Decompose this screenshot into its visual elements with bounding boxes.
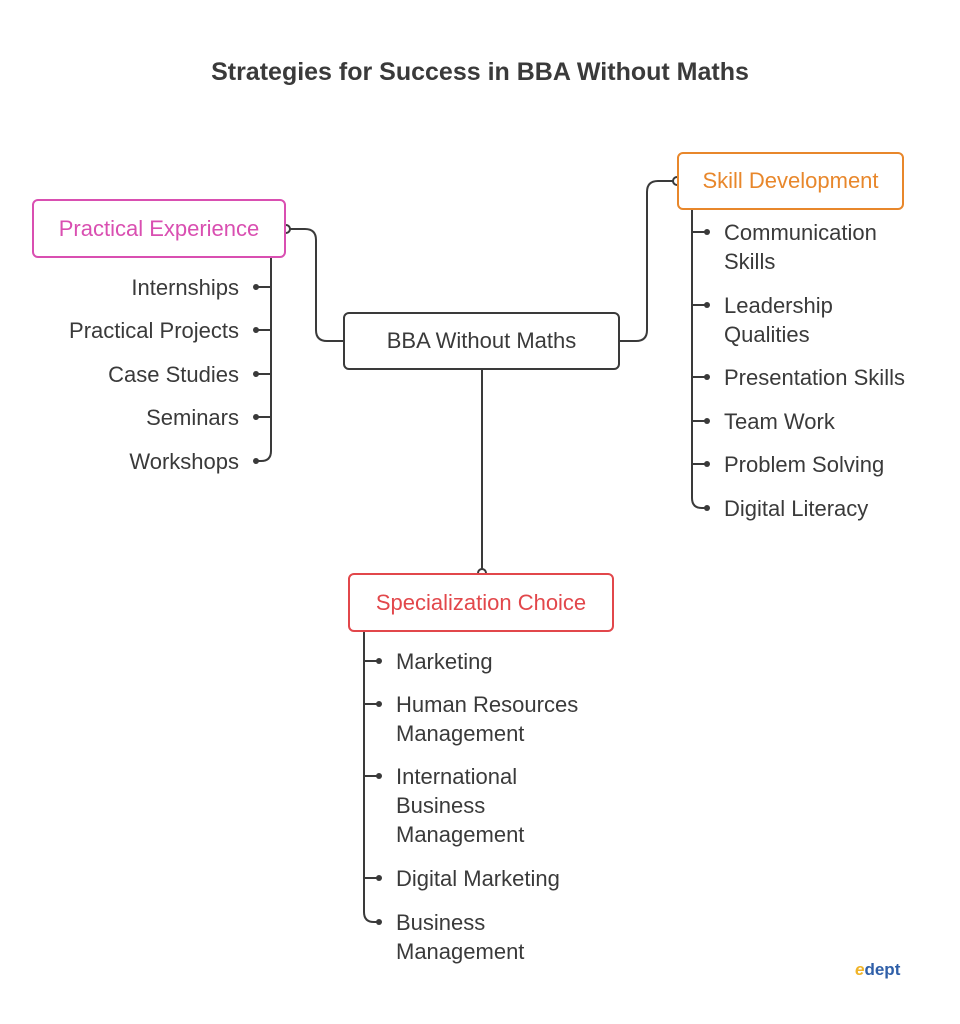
skill-item: Leadership Qualities xyxy=(724,291,833,349)
skill-item: Team Work xyxy=(724,407,835,436)
practical-item: Internships xyxy=(131,275,239,300)
dot-skill-2 xyxy=(704,302,710,308)
dot-practical-1 xyxy=(253,284,259,290)
skill-item-line: Team Work xyxy=(724,409,835,434)
connector-center-practical xyxy=(285,228,344,342)
dot-spec-5 xyxy=(376,919,382,925)
specialization-item-line: Business xyxy=(396,910,486,935)
center-node-label: BBA Without Maths xyxy=(386,328,577,353)
specialization-item: Digital Marketing xyxy=(396,864,560,893)
specialization-item-line: Management xyxy=(396,939,525,964)
skill-item-line: Leadership xyxy=(724,293,833,318)
practical-item: Seminars xyxy=(146,405,239,430)
practical-item: Practical Projects xyxy=(69,318,239,343)
specialization-item-line: Management xyxy=(396,822,525,847)
dot-practical-3 xyxy=(253,371,259,377)
dot-practical-2 xyxy=(253,327,259,333)
specialization-item-line: Marketing xyxy=(396,649,493,674)
dot-spec-1 xyxy=(376,658,382,664)
dot-skill-5 xyxy=(704,461,710,467)
skill-item-line: Qualities xyxy=(724,322,810,347)
skill-item-line: Problem Solving xyxy=(724,452,885,477)
practical-experience-label: Practical Experience xyxy=(58,215,260,241)
dot-skill-6 xyxy=(704,505,710,511)
skill-item-line: Digital Literacy xyxy=(724,496,869,521)
specialization-item-line: Digital Marketing xyxy=(396,866,560,891)
center-node: BBA Without Maths xyxy=(343,312,620,370)
specialization-item-line: Human Resources xyxy=(396,692,579,717)
skill-item: Digital Literacy xyxy=(724,494,868,523)
dot-spec-2 xyxy=(376,701,382,707)
dot-skill-1 xyxy=(704,229,710,235)
skill-item: Problem Solving xyxy=(724,450,884,479)
dot-skill-4 xyxy=(704,418,710,424)
rail-skill xyxy=(691,209,708,509)
skill-development-node: Skill Development xyxy=(677,152,904,210)
rail-spec xyxy=(363,631,380,923)
skill-item-line: Communication xyxy=(724,220,877,245)
rail-practical xyxy=(255,257,272,462)
practical-item: Case Studies xyxy=(108,362,239,387)
connector-center-skill xyxy=(619,180,678,342)
skill-development-label: Skill Development xyxy=(702,168,879,193)
practical-item: Workshops xyxy=(129,449,239,474)
dot-skill-3 xyxy=(704,374,710,380)
skill-item: Presentation Skills xyxy=(724,363,905,392)
dot-spec-4 xyxy=(376,875,382,881)
specialization-item-line: Management xyxy=(396,721,525,746)
dot-practical-5 xyxy=(253,458,259,464)
practical-experience-node: Practical Experience xyxy=(32,199,286,258)
dot-spec-3 xyxy=(376,773,382,779)
dot-practical-4 xyxy=(253,414,259,420)
specialization-item: Human Resources Management xyxy=(396,690,578,748)
specialization-item-line: Business xyxy=(396,793,486,818)
specialization-choice-node: Specialization Choice xyxy=(348,573,614,632)
logo-text: dept xyxy=(864,960,901,979)
specialization-item: Marketing xyxy=(396,647,493,676)
edept-logo: edept xyxy=(855,960,900,980)
specialization-item: International Business Management xyxy=(396,762,524,849)
diagram-title: Strategies for Success in BBA Without Ma… xyxy=(211,58,749,86)
skill-item-line: Presentation Skills xyxy=(724,365,905,390)
specialization-item-line: International xyxy=(396,764,518,789)
skill-item-line: Skills xyxy=(724,249,776,274)
skill-item: Communication Skills xyxy=(724,218,877,276)
specialization-choice-label: Specialization Choice xyxy=(375,589,587,615)
specialization-item: Business Management xyxy=(396,908,524,966)
logo-mark: e xyxy=(855,960,865,979)
